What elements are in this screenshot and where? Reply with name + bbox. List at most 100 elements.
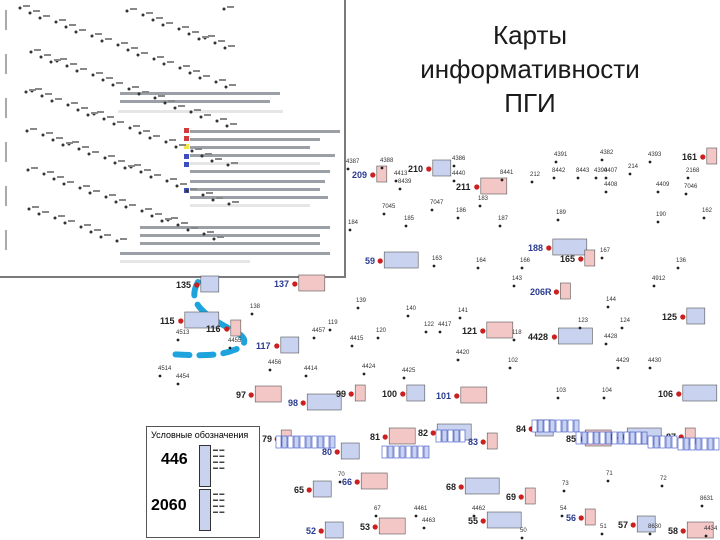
inset-well — [224, 84, 236, 89]
well-label: 140 — [406, 306, 417, 312]
inset-well — [116, 42, 128, 47]
well-184: 184 — [348, 220, 359, 232]
well-dot — [480, 518, 486, 524]
inset-well-dot — [189, 110, 193, 114]
well-label: 4912 — [652, 276, 666, 282]
inset-well-mark — [104, 234, 111, 236]
well-data-tag — [383, 251, 419, 269]
inset-well-mark — [208, 35, 215, 37]
inset-well — [125, 8, 137, 13]
well-bold-210: 210 — [408, 159, 452, 177]
inset-well-dot — [148, 136, 152, 140]
well-label: 143 — [512, 276, 523, 282]
data-strip-cell — [447, 429, 454, 443]
inset-well-dot — [151, 18, 155, 22]
inset-well — [37, 211, 49, 216]
data-strip-cell — [543, 419, 550, 433]
well-dot — [520, 536, 524, 540]
inset-well-mark — [117, 121, 124, 123]
inset-well-mark — [166, 22, 173, 24]
well-dot — [318, 528, 324, 534]
well-dot — [554, 160, 558, 164]
inset-legend-line — [120, 252, 330, 255]
well-dot — [480, 439, 486, 445]
well-bold-188: 188 — [528, 238, 588, 256]
inset-well-mark — [154, 174, 161, 176]
inset-well-dot — [86, 113, 90, 117]
well-dot — [676, 266, 680, 270]
inset-well — [101, 77, 113, 82]
inset-well-mark — [72, 141, 79, 143]
inset-well — [26, 167, 38, 172]
well-bold-83: 83 — [468, 432, 498, 450]
well-dot — [702, 216, 706, 220]
well-51: 51 — [600, 524, 607, 536]
inset-well-mark — [216, 197, 223, 199]
inset-well-dot — [50, 99, 54, 103]
well-162: 162 — [702, 208, 713, 220]
well-data-tag — [706, 147, 718, 165]
well-163: 163 — [432, 256, 443, 268]
well-data-tag — [486, 321, 514, 339]
well-label: 8631 — [700, 496, 714, 502]
well-data-tag — [280, 336, 300, 354]
well-dot — [684, 192, 688, 196]
area-contour — [167, 279, 248, 359]
well-71: 71 — [606, 471, 613, 483]
inset-well-dot — [141, 13, 145, 17]
well-dot — [372, 524, 378, 530]
well-dot — [194, 282, 200, 288]
data-strip-cell — [305, 435, 312, 449]
well-4386: 4386 — [452, 156, 466, 168]
inset-map-drawing — [5, 5, 340, 263]
data-strip-cell — [575, 431, 582, 445]
well-bold-label: 115 — [160, 316, 175, 326]
inset-well-dot — [177, 27, 181, 31]
inset-well-mark — [56, 137, 63, 139]
well-label: 73 — [562, 481, 569, 487]
well-bold-label: 161 — [682, 152, 697, 162]
inset-legend-line — [190, 130, 340, 133]
well-dot — [476, 266, 480, 270]
inset-well-mark — [120, 238, 127, 240]
inset-well-mark — [195, 148, 202, 150]
data-strip-cell — [647, 435, 654, 449]
well-dot — [656, 220, 660, 224]
inset-well-dot — [65, 64, 69, 68]
well-bold-label: 4428 — [528, 332, 548, 342]
inset-well-dot — [102, 117, 106, 121]
inset-well-mark — [153, 135, 160, 137]
data-strip — [575, 431, 648, 445]
inset-well-dot — [18, 6, 22, 10]
inset-legend-swatch — [184, 154, 189, 159]
inset-well — [136, 52, 148, 57]
inset-well-mark — [231, 162, 238, 164]
data-strip-cell — [287, 435, 294, 449]
inset-well — [222, 6, 234, 11]
data-strip — [275, 435, 336, 449]
well-data-tag — [340, 442, 360, 460]
well-dot — [620, 326, 624, 330]
well-bold-label: 66 — [342, 477, 352, 487]
inset-well — [114, 199, 126, 204]
well-dot — [404, 224, 408, 228]
inset-well-dot — [163, 101, 167, 105]
data-strip-cell — [317, 435, 324, 449]
well-dot — [370, 172, 376, 178]
well-bold-209: 209 — [352, 165, 388, 183]
well-data-tag — [636, 515, 656, 533]
inset-well-mark — [95, 33, 102, 35]
well-185: 185 — [404, 216, 415, 228]
well-dot — [556, 396, 560, 400]
well-4513: 4513 — [176, 330, 190, 342]
data-strip-cell — [275, 435, 282, 449]
inset-well — [190, 148, 202, 153]
well-dot — [546, 245, 552, 251]
inset-well-dot — [39, 55, 43, 59]
well-186: 186 — [456, 208, 467, 220]
data-strip-cell — [293, 435, 300, 449]
inset-well-mark — [182, 26, 189, 28]
inset-well-mark — [107, 116, 114, 118]
inset-well-dot — [113, 161, 117, 165]
well-label: 187 — [498, 216, 509, 222]
